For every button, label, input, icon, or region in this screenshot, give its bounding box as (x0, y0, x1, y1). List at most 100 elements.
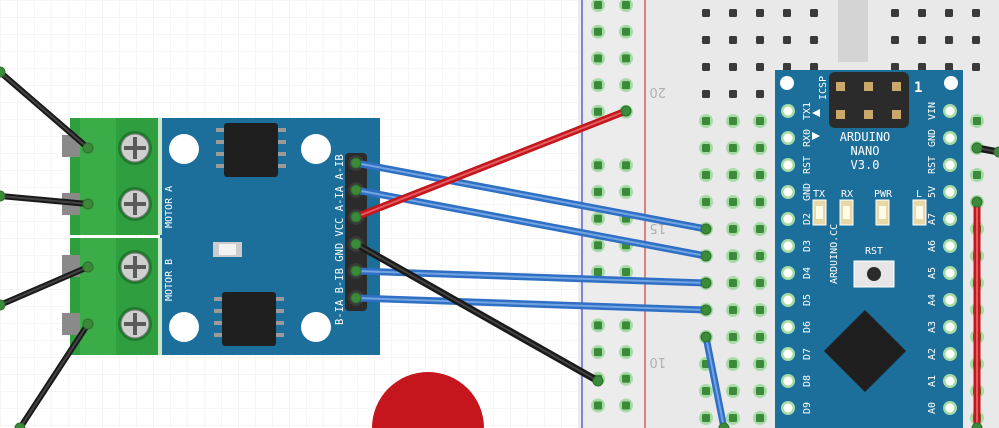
breadboard-hole[interactable] (918, 36, 926, 44)
breadboard-hole[interactable] (619, 371, 633, 386)
breadboard-hole[interactable] (726, 330, 740, 344)
breadboard-hole[interactable] (753, 249, 767, 263)
nano-pin-hole[interactable] (943, 104, 957, 118)
breadboard-hole[interactable] (619, 51, 633, 66)
breadboard-hole[interactable] (726, 411, 740, 425)
wire-motor-b2[interactable] (14, 318, 94, 428)
breadboard-hole[interactable] (783, 9, 791, 17)
breadboard-hole[interactable] (699, 141, 713, 155)
breadboard-hole[interactable] (753, 330, 767, 344)
breadboard-hole[interactable] (783, 36, 791, 44)
nano-pin-hole[interactable] (943, 212, 957, 226)
breadboard-hole[interactable] (729, 63, 737, 71)
nano-pin-hole[interactable] (943, 401, 957, 415)
breadboard-hole[interactable] (619, 345, 633, 360)
breadboard-hole[interactable] (702, 63, 710, 71)
nano-pin-hole[interactable] (781, 401, 795, 415)
breadboard-hole[interactable] (945, 63, 953, 71)
nano-pin-hole[interactable] (781, 293, 795, 307)
breadboard-hole[interactable] (591, 24, 605, 39)
breadboard-hole[interactable] (726, 384, 740, 398)
breadboard-hole[interactable] (726, 141, 740, 155)
wire-motor-b1[interactable] (0, 261, 94, 311)
nano-pin-hole[interactable] (781, 374, 795, 388)
wire-b-ia[interactable] (350, 292, 712, 316)
wire-motor-a1[interactable] (0, 66, 94, 154)
nano-pin-hole[interactable] (943, 293, 957, 307)
breadboard-hole[interactable] (591, 78, 605, 93)
wire-right-red[interactable] (971, 196, 983, 428)
wire-gnd[interactable] (350, 238, 604, 387)
nano-pin-hole[interactable] (943, 131, 957, 145)
breadboard-hole[interactable] (591, 345, 605, 360)
breadboard-hole[interactable] (972, 9, 980, 17)
nano-pin-hole[interactable] (781, 266, 795, 280)
breadboard-hole[interactable] (591, 0, 605, 12)
breadboard-hole[interactable] (810, 9, 818, 17)
nano-pin-hole[interactable] (781, 239, 795, 253)
breadboard-hole[interactable] (702, 36, 710, 44)
breadboard-hole[interactable] (591, 211, 605, 226)
breadboard-hole[interactable] (970, 114, 984, 128)
breadboard-hole[interactable] (591, 318, 605, 333)
breadboard-hole[interactable] (619, 318, 633, 333)
nano-pin-hole[interactable] (781, 347, 795, 361)
breadboard-hole[interactable] (810, 36, 818, 44)
nano-pin-hole[interactable] (943, 374, 957, 388)
breadboard-hole[interactable] (619, 0, 633, 12)
breadboard-hole[interactable] (753, 114, 767, 128)
breadboard-hole[interactable] (891, 63, 899, 71)
nano-pin-hole[interactable] (781, 320, 795, 334)
breadboard-hole[interactable] (726, 357, 740, 371)
nano-pin-hole[interactable] (781, 131, 795, 145)
wire-vcc[interactable] (350, 105, 632, 223)
reset-button-cap[interactable] (867, 267, 881, 281)
breadboard-hole[interactable] (729, 9, 737, 17)
wire-a-ib[interactable] (350, 157, 712, 235)
wire-b-ib[interactable] (350, 265, 712, 289)
breadboard-hole[interactable] (702, 90, 710, 98)
breadboard-hole[interactable] (619, 24, 633, 39)
breadboard-hole[interactable] (619, 158, 633, 173)
breadboard-hole[interactable] (756, 90, 764, 98)
breadboard-hole[interactable] (699, 195, 713, 209)
breadboard-hole[interactable] (726, 222, 740, 236)
breadboard-hole[interactable] (756, 9, 764, 17)
breadboard-hole[interactable] (591, 184, 605, 199)
nano-pin-hole[interactable] (781, 104, 795, 118)
breadboard-hole[interactable] (753, 411, 767, 425)
breadboard-hole[interactable] (918, 63, 926, 71)
wire-right-black[interactable] (971, 142, 999, 158)
wire-d-down[interactable] (700, 331, 730, 428)
breadboard-hole[interactable] (726, 195, 740, 209)
breadboard-hole[interactable] (891, 36, 899, 44)
breadboard-hole[interactable] (591, 158, 605, 173)
breadboard-hole[interactable] (756, 63, 764, 71)
breadboard-hole[interactable] (726, 249, 740, 263)
breadboard-hole[interactable] (753, 384, 767, 398)
breadboard-hole[interactable] (591, 51, 605, 66)
breadboard-hole[interactable] (945, 9, 953, 17)
breadboard-hole[interactable] (972, 63, 980, 71)
nano-pin-hole[interactable] (781, 212, 795, 226)
breadboard-hole[interactable] (753, 168, 767, 182)
breadboard-hole[interactable] (699, 114, 713, 128)
nano-pin-hole[interactable] (943, 158, 957, 172)
nano-pin-hole[interactable] (943, 347, 957, 361)
breadboard-hole[interactable] (699, 384, 713, 398)
breadboard-hole[interactable] (699, 411, 713, 425)
breadboard-hole[interactable] (972, 36, 980, 44)
breadboard-hole[interactable] (945, 36, 953, 44)
breadboard-hole[interactable] (753, 222, 767, 236)
nano-pin-hole[interactable] (781, 158, 795, 172)
breadboard-hole[interactable] (729, 90, 737, 98)
breadboard-hole[interactable] (891, 9, 899, 17)
wire-a-ia[interactable] (350, 184, 712, 262)
breadboard-hole[interactable] (753, 303, 767, 317)
nano-pin-hole[interactable] (943, 185, 957, 199)
nano-pin-hole[interactable] (781, 185, 795, 199)
breadboard-hole[interactable] (753, 276, 767, 290)
breadboard-hole[interactable] (753, 141, 767, 155)
breadboard-hole[interactable] (619, 265, 633, 279)
breadboard-hole[interactable] (702, 9, 710, 17)
